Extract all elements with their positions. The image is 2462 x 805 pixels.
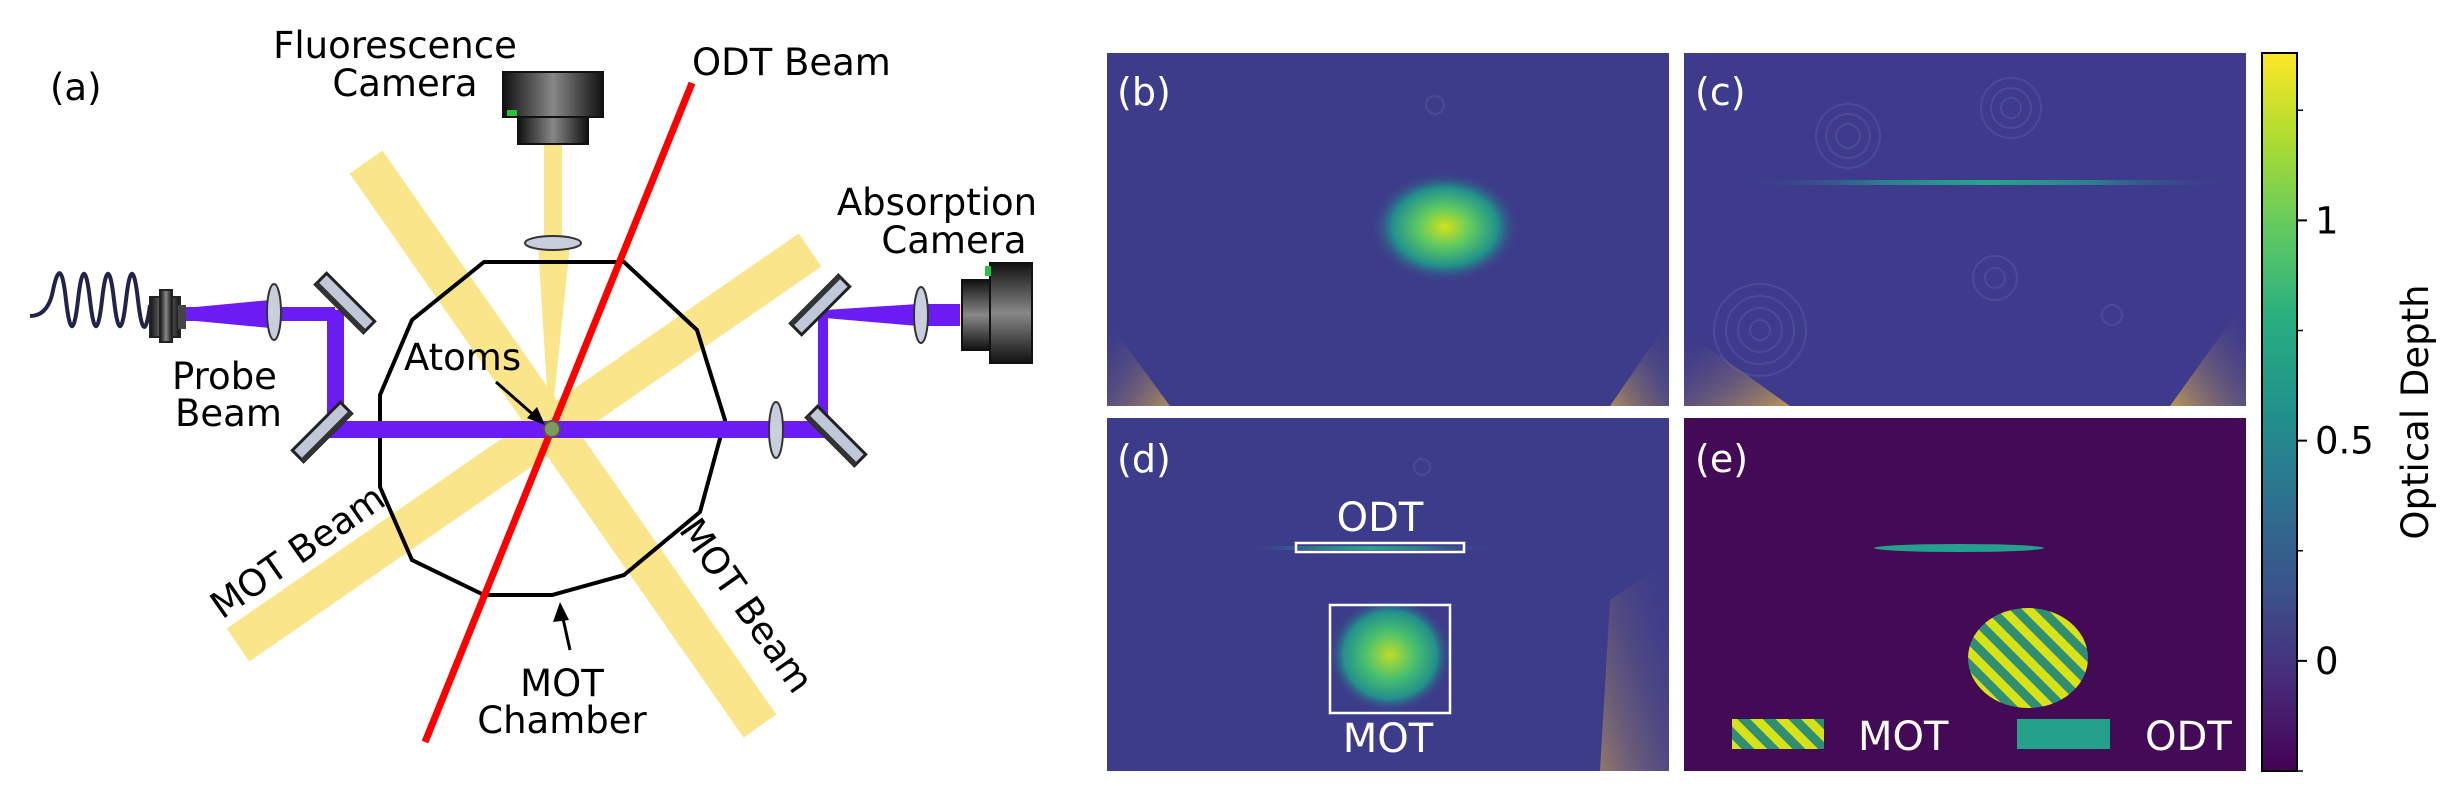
mirror-icon [804, 404, 868, 468]
absorption-lens [913, 286, 929, 344]
mot-mask-shape [1968, 608, 2088, 708]
image-panel-b: (b) [1107, 53, 1669, 406]
panel-label-a: (a) [50, 66, 102, 109]
mirror-icon [290, 400, 354, 464]
odt-trap-line-image [1240, 546, 1500, 550]
odt-trap-line-image [1730, 180, 2246, 185]
probe-beam-through-chamber [327, 421, 827, 438]
absorption-camera-label-2: Camera [881, 219, 1026, 262]
panel-label-d: (d) [1117, 437, 1171, 481]
optical-fiber-coil [29, 271, 152, 329]
panel-label-e: (e) [1695, 437, 1748, 481]
absorption-camera-icon [961, 262, 1033, 364]
atoms-arrow-line [495, 380, 538, 420]
fluorescence-light-cone [538, 245, 570, 436]
fiber-coupler-icon [149, 289, 186, 343]
fluorescence-camera-label-1: Fluorescence [273, 24, 517, 67]
fluorescence-camera-label-2: Camera [332, 62, 477, 105]
absorption-camera-label-1: Absorption [837, 181, 1037, 224]
mirror-icon [313, 271, 377, 335]
odt-beam-line [421, 81, 696, 744]
mot-cloud-image [1370, 171, 1520, 283]
panel-label-b: (b) [1117, 70, 1171, 114]
odt-roi-label: ODT [1337, 495, 1424, 541]
schematic-panel: (a) [29, 24, 1037, 744]
probe-beam-label-1: Probe [172, 355, 277, 398]
image-panel-d: ODT MOT (d) [1107, 418, 1669, 771]
mot-beam-diagonal-2 [226, 233, 822, 662]
probe-lens-left [266, 283, 282, 341]
legend-odt-swatch [2017, 719, 2110, 749]
colorbar-label: Optical Depth [2394, 284, 2437, 539]
chamber-arrow-head [553, 602, 569, 622]
fluorescence-camera-icon [502, 71, 604, 145]
colorbar-tick-label: 0.5 [2315, 420, 2374, 463]
panel-label-c: (c) [1695, 70, 1746, 114]
probe-vertical-segment-right [818, 310, 828, 435]
mot-cloud-image [1328, 597, 1452, 713]
colorbar-gradient [2261, 52, 2298, 772]
fluorescence-light-column [544, 142, 562, 242]
probe-to-absorption-camera [825, 304, 960, 326]
colorbar-tick-label: 1 [2315, 199, 2339, 242]
mot-chamber-outline [378, 260, 728, 597]
mirror-icon [788, 273, 852, 337]
odt-roi-box [1294, 541, 1466, 554]
legend-mot-swatch [1732, 719, 1824, 749]
probe-beam-expansion [175, 300, 270, 328]
atoms-label: Atoms [404, 336, 521, 379]
image-panel-e: MOT ODT (e) [1684, 418, 2246, 771]
odt-beam-label: ODT Beam [692, 41, 891, 84]
odt-mask-shape [1874, 544, 2044, 552]
colorbar-tick-label: 0 [2315, 640, 2339, 683]
fluorescence-lens [524, 235, 582, 251]
colorbar-ticks: 00.51 [2297, 109, 2374, 772]
mot-chamber-label-1: MOT [520, 662, 604, 705]
image-panel-c: (c) [1684, 53, 2246, 406]
mot-chamber-label-2: Chamber [477, 699, 647, 742]
probe-lens-right [768, 401, 784, 459]
mot-roi-label: MOT [1343, 716, 1434, 762]
colorbar: 00.51 Optical Depth [2261, 52, 2437, 772]
mot-roi-box [1328, 603, 1452, 715]
probe-beam-label-2: Beam [175, 392, 282, 435]
atoms-arrow-head [527, 407, 545, 425]
legend-mot-label: MOT [1858, 714, 1949, 760]
legend-odt-label: ODT [2145, 714, 2232, 760]
atoms-dot [543, 420, 561, 438]
